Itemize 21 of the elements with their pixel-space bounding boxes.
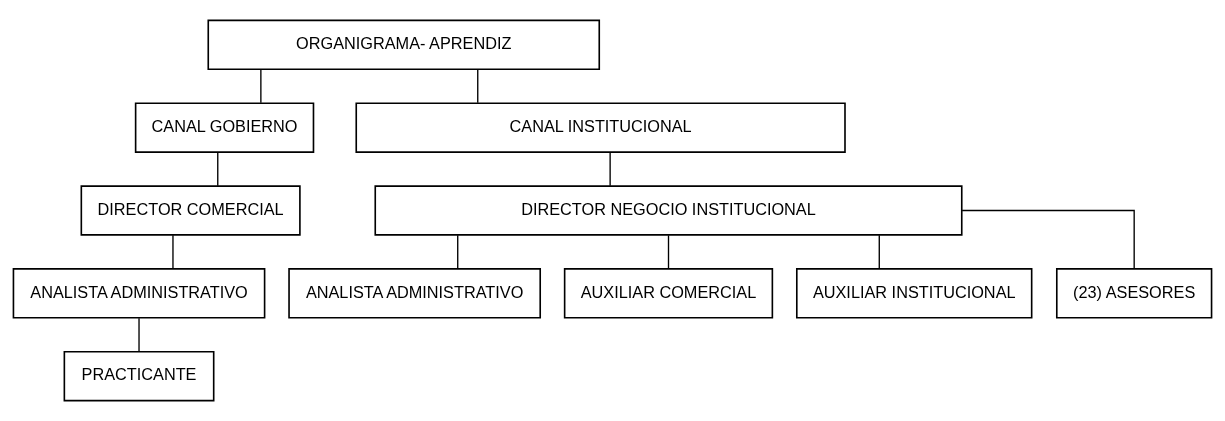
node-box: CANAL INSTITUCIONAL	[355, 102, 846, 153]
connector	[138, 317, 140, 352]
node-box: ANALISTA ADMINISTRATIVO	[12, 268, 266, 319]
connector	[172, 234, 174, 270]
connector	[477, 69, 479, 104]
connector	[217, 151, 219, 187]
connector	[961, 209, 1135, 270]
node-box: DIRECTOR COMERCIAL	[80, 185, 301, 236]
connector	[457, 234, 459, 270]
node-box: (23) ASESORES	[1055, 268, 1213, 319]
connector	[878, 234, 880, 270]
connector	[667, 234, 670, 270]
node-box: DIRECTOR NEGOCIO INSTITUCIONAL	[374, 185, 963, 236]
node-box: AUXILIAR COMERCIAL	[563, 268, 774, 319]
node-box: ORGANIGRAMA- APRENDIZ	[207, 19, 601, 71]
node-box: AUXILIAR INSTITUCIONAL	[796, 268, 1033, 319]
node-box: CANAL GOBIERNO	[134, 102, 315, 153]
connector	[260, 69, 262, 104]
node-box: PRACTICANTE	[63, 350, 215, 402]
connector	[609, 151, 611, 187]
node-box: ANALISTA ADMINISTRATIVO	[288, 268, 542, 319]
